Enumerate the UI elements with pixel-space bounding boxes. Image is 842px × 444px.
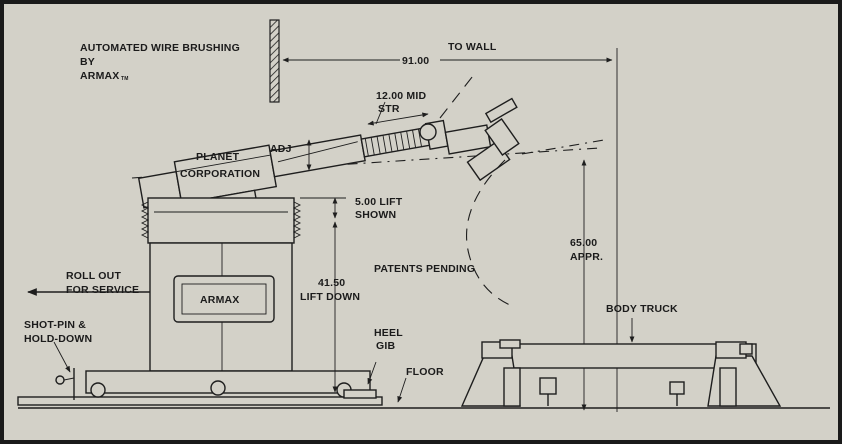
floor-label: FLOOR xyxy=(406,366,444,378)
to-wall-value: 91.00 xyxy=(402,55,429,67)
height-value: 65.00 xyxy=(570,237,597,249)
lift-shown-line1: 5.00 LIFT xyxy=(355,196,403,208)
title-line2: BY xyxy=(80,56,95,68)
heel-gib-label-line2: GIB xyxy=(376,340,395,352)
adj-label: ADJ xyxy=(270,143,292,155)
armax-box-label: ARMAX xyxy=(200,294,240,306)
wall xyxy=(269,19,280,103)
shot-pin-label-line1: SHOT-PIN & xyxy=(24,319,86,331)
lift-down-label: LIFT DOWN xyxy=(300,291,360,303)
sweep-arc xyxy=(466,159,513,307)
roll-out-line1: ROLL OUT xyxy=(66,270,121,282)
shot-pin xyxy=(55,368,75,400)
title-line3: ARMAX xyxy=(80,70,120,82)
patents-pending-label: PATENTS PENDING xyxy=(374,263,475,275)
height-label: APPR. xyxy=(570,251,603,263)
stroke-dimension-line xyxy=(367,112,429,126)
lift-column xyxy=(140,197,302,372)
lift-down-value: 41.50 xyxy=(318,277,345,289)
lift-shown-line2: SHOWN xyxy=(355,209,396,221)
heel-gib-leader xyxy=(367,361,377,385)
roll-out-line2: FOR SERVICE xyxy=(66,284,139,296)
brush-head xyxy=(419,97,520,182)
stroke-leader-line xyxy=(375,101,386,125)
body-truck-label: BODY TRUCK xyxy=(606,303,678,315)
title-line1: AUTOMATED WIRE BRUSHING xyxy=(80,42,240,54)
title-tm: TM xyxy=(121,76,129,82)
reach-dashed-line xyxy=(439,71,477,119)
body-truck xyxy=(460,339,782,407)
heel-gib-label-line1: HEEL xyxy=(374,327,403,339)
stroke-label-line2: STR xyxy=(378,103,400,115)
to-wall-label: TO WALL xyxy=(448,41,497,53)
shot-pin-leader xyxy=(53,341,71,373)
stroke-label-line1: 12.00 MID xyxy=(376,90,426,102)
planet-label: PLANET xyxy=(196,151,240,163)
brush-contact-line xyxy=(521,139,605,155)
corporation-label: CORPORATION xyxy=(180,168,260,180)
floor-leader xyxy=(397,377,407,403)
shot-pin-label-line2: HOLD-DOWN xyxy=(24,333,92,345)
